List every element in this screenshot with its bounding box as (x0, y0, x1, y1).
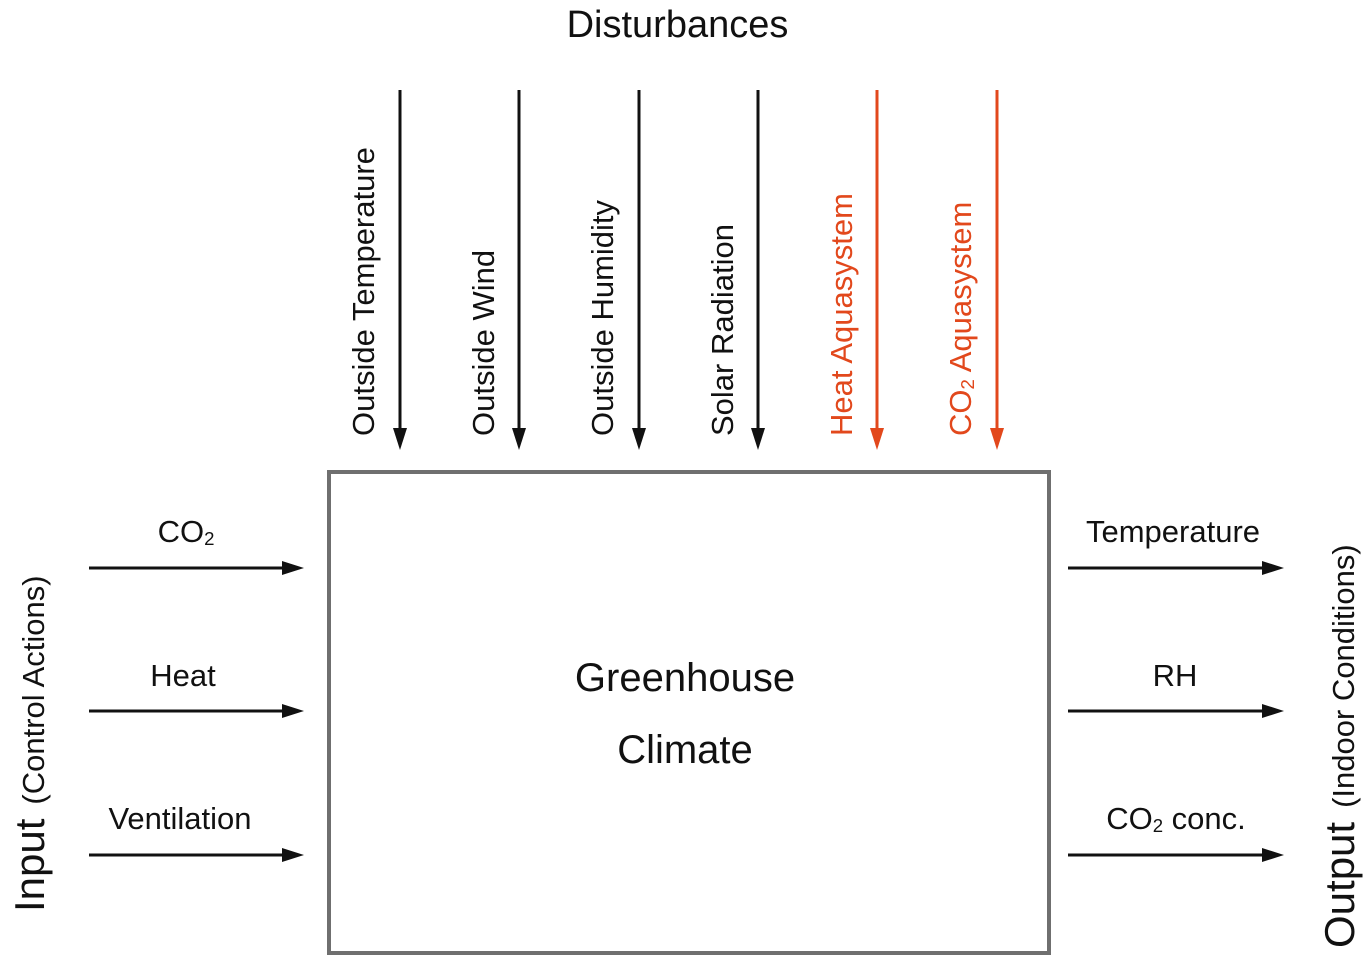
arrowhead (632, 428, 646, 450)
arrowhead (870, 428, 884, 450)
disturbance-label-heat-aquasystem: Heat Aquasystem (824, 76, 860, 436)
disturbance-label-co2-aquasystem: CO2 Aquasystem (943, 76, 986, 436)
box-label-line1: Greenhouse (574, 656, 796, 700)
greenhouse-climate-box (327, 470, 1051, 955)
disturbance-label-outside-wind: Outside Wind (466, 76, 502, 436)
arrowhead (1262, 848, 1284, 862)
disturbance-label-outside-humidity: Outside Humidity (585, 76, 621, 436)
arrowhead (751, 428, 765, 450)
arrowhead (282, 848, 304, 862)
input-label-ventilation: Ventilation (60, 801, 300, 837)
arrowhead (1262, 561, 1284, 575)
output-label-temperature: Temperature (1053, 514, 1293, 550)
label-text: CO (157, 514, 205, 549)
arrowhead (512, 428, 526, 450)
input-subtitle: (Control Actions) (16, 575, 51, 805)
arrowhead (1262, 704, 1284, 718)
disturbance-label-solar-radiation: Solar Radiation (705, 76, 741, 436)
box-label: Greenhouse Climate (485, 642, 885, 786)
input-arrows (89, 561, 304, 862)
output-arrows (1068, 561, 1284, 862)
disturbance-label-outside-temperature: Outside Temperature (346, 76, 382, 436)
arrowhead (282, 561, 304, 575)
subscript: 2 (956, 379, 978, 390)
label-text: Heat Aquasystem (824, 193, 859, 436)
output-label-co2-conc: CO2 conc. (1056, 801, 1296, 837)
label-text: Temperature (1085, 514, 1261, 549)
input-label-co2: CO2 (66, 514, 306, 550)
subscript: 2 (1152, 814, 1164, 836)
subscript: 2 (204, 527, 215, 549)
label-text: Heat (150, 658, 216, 693)
label-text: Outside Humidity (585, 199, 620, 436)
arrowhead (990, 428, 1004, 450)
output-label-rh: RH (1055, 658, 1295, 694)
label-text: Aquasystem (943, 201, 978, 380)
output-side-label: Output (Indoor Conditions) (1316, 544, 1371, 948)
arrowhead (393, 428, 407, 450)
label-text: Solar Radiation (705, 224, 740, 436)
label-text: CO (943, 389, 978, 437)
label-text: RH (1152, 658, 1198, 693)
label-text: Outside Wind (466, 249, 501, 436)
output-title: Output (1316, 821, 1363, 948)
box-label-line2: Climate (617, 728, 753, 772)
input-label-heat: Heat (63, 658, 303, 694)
label-text: conc. (1163, 801, 1246, 836)
disturbance-arrows (393, 90, 1004, 450)
label-text: Ventilation (108, 801, 252, 836)
label-text: Outside Temperature (346, 147, 381, 436)
input-side-label: Input (Control Actions) (6, 575, 64, 912)
diagram-title: Disturbances (566, 4, 789, 46)
input-title: Input (6, 818, 53, 912)
label-text: CO (1106, 801, 1153, 836)
arrowhead (282, 704, 304, 718)
output-subtitle: (Indoor Conditions) (1326, 544, 1361, 808)
